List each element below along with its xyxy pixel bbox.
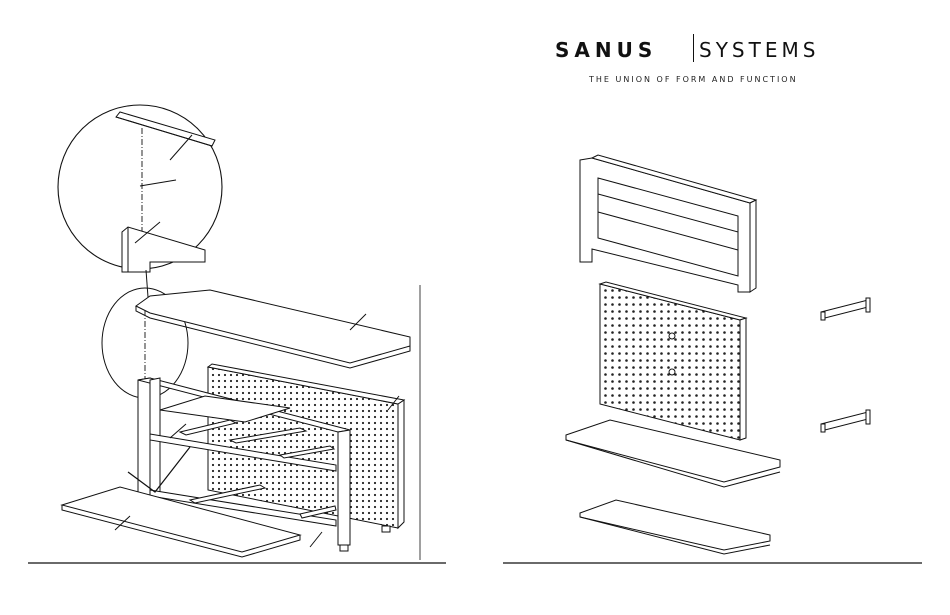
exploded-bracket-lower	[821, 410, 870, 432]
brand-name-left: SANUS	[555, 38, 657, 62]
exploded-top-shelf	[566, 420, 780, 487]
right-illustration	[503, 155, 922, 563]
exploded-bracket-upper	[821, 298, 870, 320]
left-illustration	[28, 105, 446, 563]
left-top-shelf	[136, 290, 410, 368]
brand-logo: SANUS SYSTEMS	[555, 34, 875, 64]
brand-name-right: SYSTEMS	[699, 38, 819, 62]
brand-tagline: THE UNION OF FORM AND FUNCTION	[589, 75, 798, 84]
magnifier-connector	[146, 270, 148, 297]
exploded-bottom-shelf	[580, 500, 770, 554]
left-back-panel	[208, 364, 404, 528]
detail-magnifier	[58, 105, 222, 272]
exploded-perforated-panel	[600, 282, 746, 440]
exploded-frame	[580, 155, 756, 292]
brand-divider	[693, 34, 694, 62]
